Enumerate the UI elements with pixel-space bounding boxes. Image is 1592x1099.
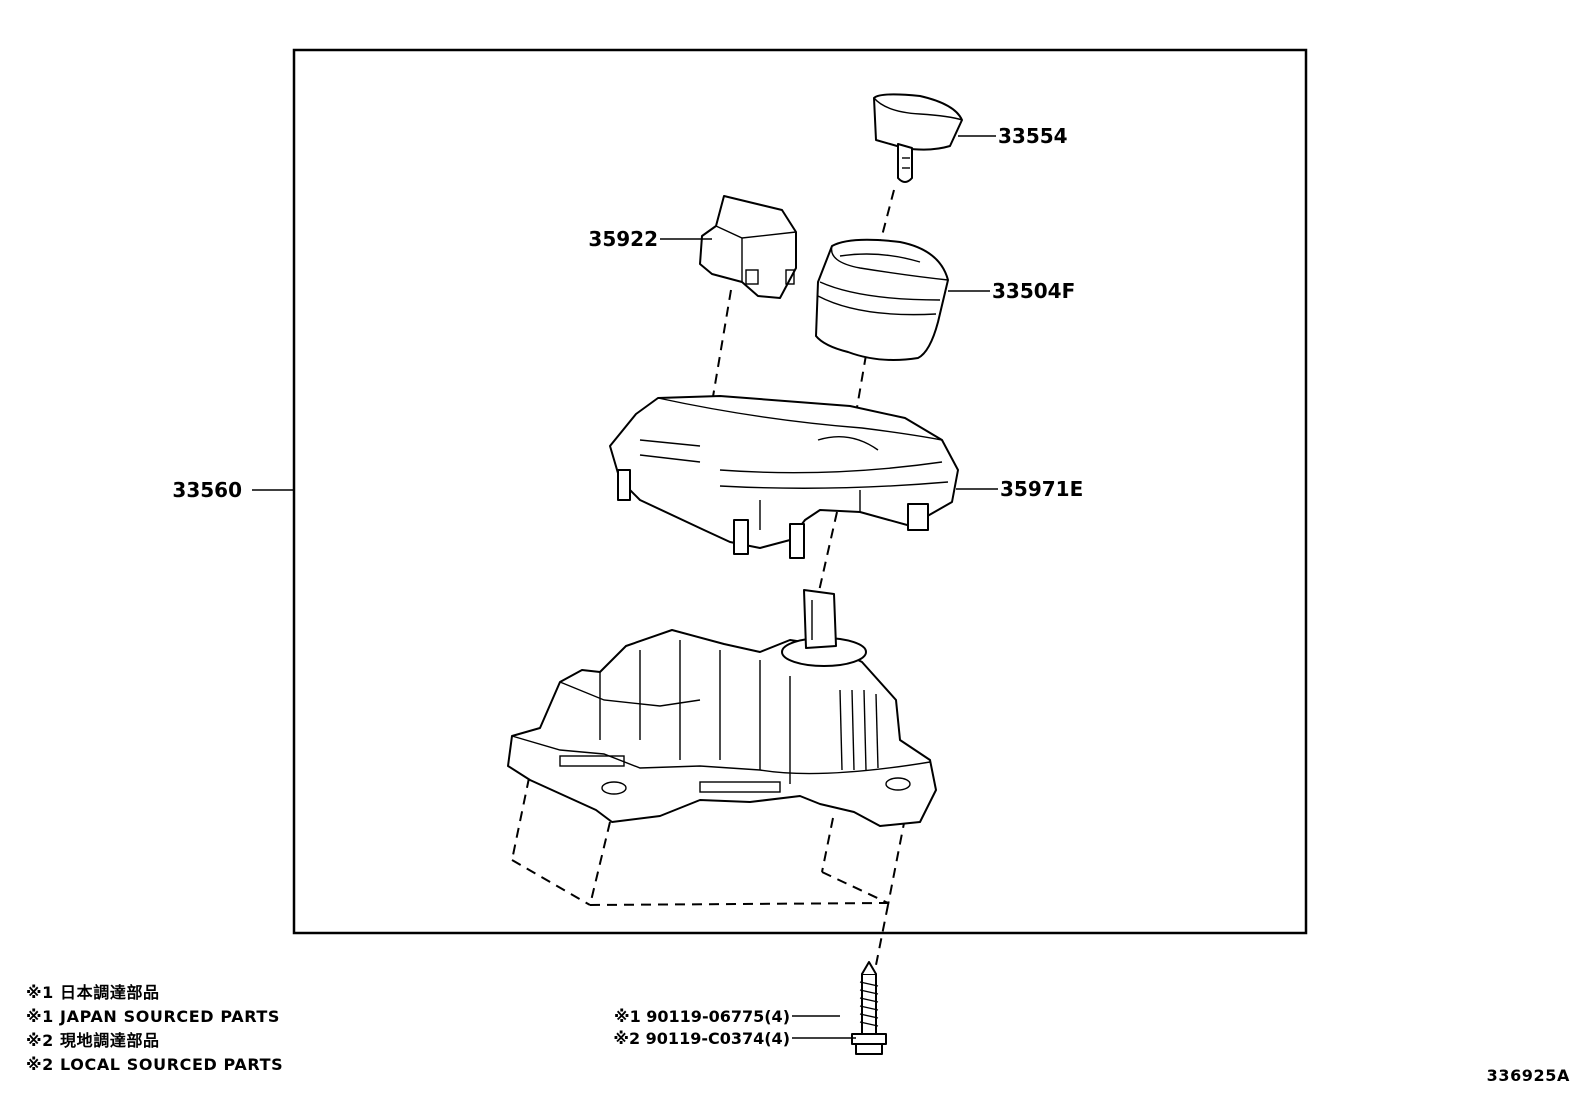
note-1: ※1 日本調達部品 <box>26 983 160 1002</box>
fastener-ref-2: ※2 90119-C0374(4) <box>613 1029 790 1048</box>
legend-notes: ※1 日本調達部品 ※1 JAPAN SOURCED PARTS ※2 現地調達… <box>26 983 283 1074</box>
note-4: ※2 LOCAL SOURCED PARTS <box>26 1055 283 1074</box>
fastener-ref-1: ※1 90119-06775(4) <box>614 1007 790 1026</box>
callout-33560: 33560 <box>172 478 242 502</box>
housing-35971E <box>609 395 959 559</box>
note-3: ※2 現地調達部品 <box>26 1031 160 1050</box>
assembly-frame <box>292 48 1308 935</box>
module-35922 <box>699 195 797 299</box>
note-2: ※1 JAPAN SOURCED PARTS <box>26 1007 280 1026</box>
bezel-33504F <box>815 238 949 361</box>
screw-icon <box>851 961 887 1055</box>
knob-33554 <box>873 93 963 183</box>
callout-35922: 35922 <box>588 227 658 251</box>
callout-33504F: 33504F <box>992 279 1075 303</box>
illustration-id: 336925A <box>1487 1066 1570 1085</box>
callout-35971E: 35971E <box>1000 477 1083 501</box>
shifter-base <box>507 589 937 827</box>
callout-33554: 33554 <box>998 124 1068 148</box>
leader-lines <box>252 135 998 1039</box>
